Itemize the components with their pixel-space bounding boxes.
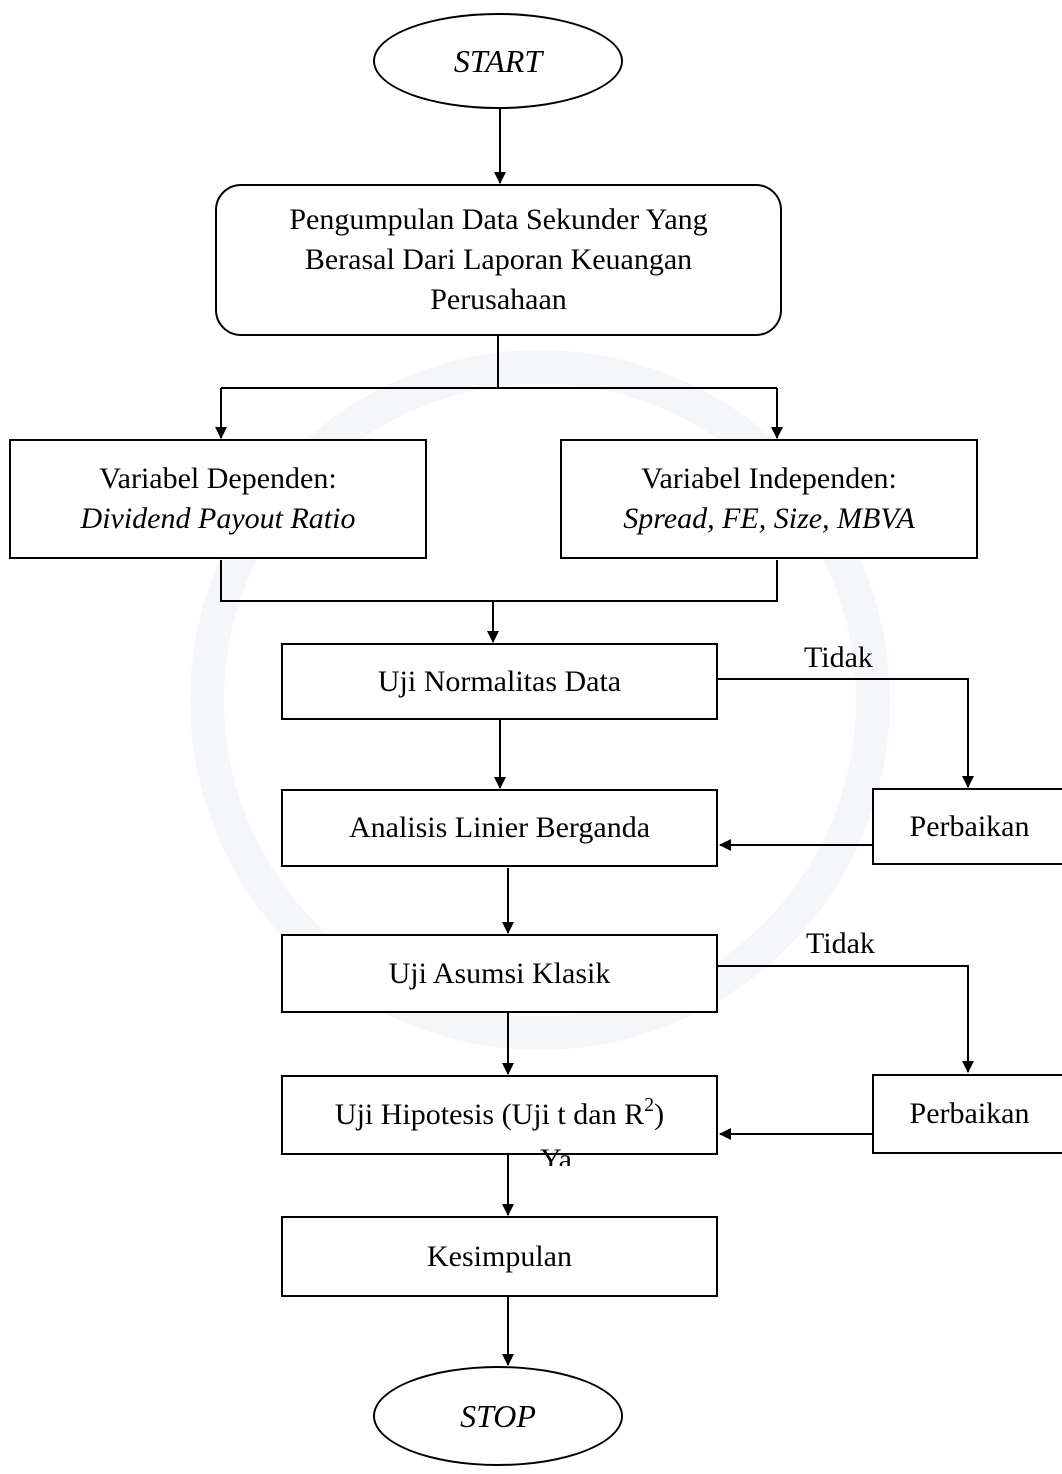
fix-box-1: Perbaikan [872,788,1062,865]
hypothesis-text: Uji Hipotesis (Uji t dan R [334,1098,645,1131]
dependent-title: Variabel Dependen: [99,462,337,495]
collect-line-3: Perusahaan [430,283,567,316]
start-label: START [453,43,543,79]
dependent-variable-box: Variabel Dependen: Dividend Payout Ratio [9,439,427,559]
hypothesis-superscript: 2 [644,1094,655,1116]
fix2-label: Perbaikan [909,1097,1030,1130]
normality-label: Uji Normalitas Data [377,664,622,698]
connector-merge [220,560,778,602]
normality-test-box: Uji Normalitas Data [281,643,718,720]
start-terminal: START [373,13,623,109]
connector-classic-to-fix2 [718,965,974,1073]
yes-label: Ya [540,1144,572,1166]
stop-label: STOP [460,1398,536,1434]
conclusion-label: Kesimpulan [427,1239,572,1273]
stop-terminal: STOP [373,1366,623,1466]
regression-analysis-box: Analisis Linier Berganda [281,789,718,867]
hypothesis-close: ) [654,1098,665,1131]
no-label-1: Tidak [804,641,873,674]
classic-label: Uji Asumsi Klasik [388,956,611,990]
fix1-label: Perbaikan [909,809,1030,843]
independent-variable-box: Variabel Independen: Spread, FE, Size, M… [560,439,978,559]
conclusion-box: Kesimpulan [281,1216,718,1297]
dependent-variable-name: Dividend Payout Ratio [80,502,356,535]
data-collection-process: Pengumpulan Data Sekunder Yang Berasal D… [215,184,782,336]
regression-label: Analisis Linier Berganda [348,811,651,844]
collect-line-1: Pengumpulan Data Sekunder Yang [289,203,708,236]
fix-box-2: Perbaikan [872,1074,1062,1154]
connector-normality-to-fix1 [718,678,974,788]
no-label-2: Tidak [806,927,875,960]
classic-assumption-test-box: Uji Asumsi Klasik [281,934,718,1013]
independent-title: Variabel Independen: [641,462,897,495]
hypothesis-test-box: Uji Hipotesis (Uji t dan R2) [281,1075,718,1155]
independent-variable-names: Spread, FE, Size, MBVA [623,502,915,535]
collect-line-2: Berasal Dari Laporan Keuangan [304,243,693,276]
hypothesis-label: Uji Hipotesis (Uji t dan R2) [335,1095,664,1135]
